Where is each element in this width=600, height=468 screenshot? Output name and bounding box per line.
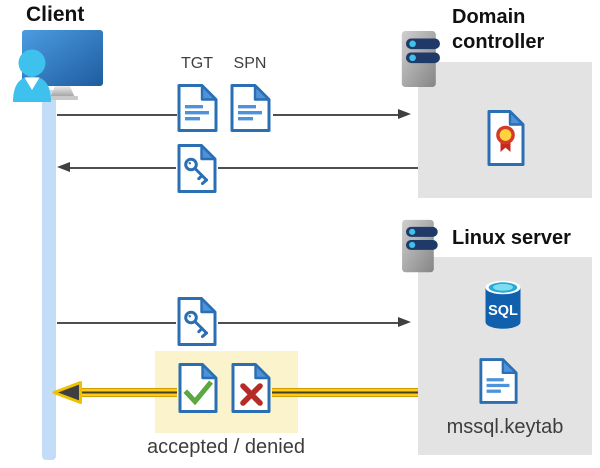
session-key-document-icon — [177, 297, 217, 346]
session-key-document-icon — [177, 144, 217, 193]
linux-server-server-icon — [402, 219, 438, 273]
keytab-filename-label: mssql.keytab — [446, 416, 564, 438]
result-arrowhead-icon — [52, 381, 82, 404]
service-request-arrowhead-icon — [398, 317, 411, 327]
service-request-arrow-line — [218, 322, 398, 324]
request-arrowhead-icon — [398, 109, 411, 119]
sql-database-icon: SQL — [485, 280, 521, 329]
accepted-check-document-icon — [178, 363, 218, 413]
tgt-document-icon — [177, 84, 218, 132]
tgt-label: TGT — [181, 55, 213, 72]
result-arrow-line — [79, 388, 177, 397]
request-arrow-line — [273, 114, 398, 116]
linux-server-label: Linux server — [452, 227, 571, 249]
spn-label: SPN — [233, 55, 267, 72]
request-arrow-line — [57, 114, 177, 116]
keytab-document-icon — [479, 358, 518, 404]
dc-response-arrow-line — [218, 167, 418, 169]
certificate-document-icon — [487, 110, 525, 166]
spn-document-icon — [230, 84, 271, 132]
domain-controller-label: Domain controller — [452, 6, 545, 53]
sql-icon-label: SQL — [488, 303, 518, 319]
dc-response-arrow-line — [70, 167, 176, 169]
client-timeline-bar — [42, 90, 56, 460]
dc-response-arrowhead-icon — [57, 162, 70, 172]
denied-x-document-icon — [231, 363, 271, 413]
accepted-denied-label: accepted / denied — [147, 436, 305, 458]
domain-controller-server-icon — [401, 31, 440, 87]
result-arrow-line — [272, 388, 418, 397]
user-at-monitor-icon — [13, 30, 103, 102]
client-label: Client — [26, 3, 85, 26]
service-request-arrow-line — [57, 322, 176, 324]
